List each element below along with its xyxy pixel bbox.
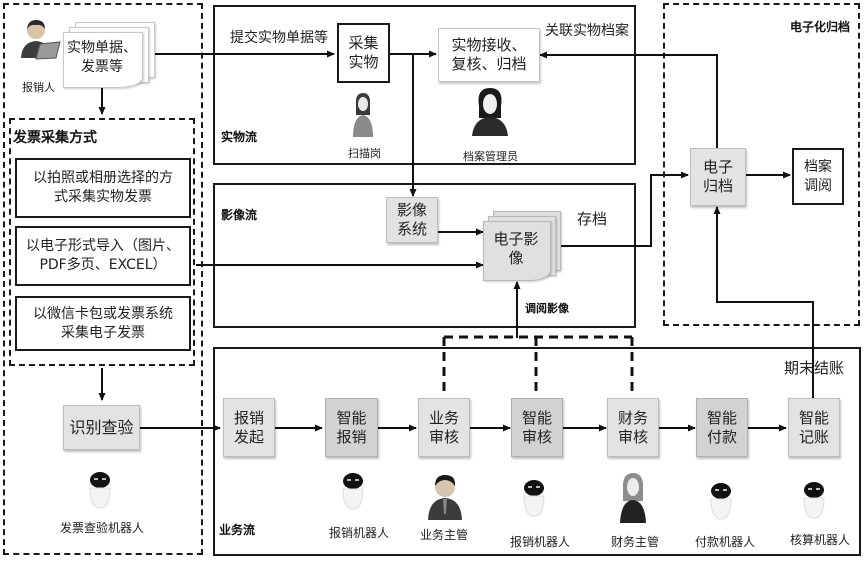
link-physical-archive-label: 关联实物档案: [545, 23, 629, 39]
invoice-check-robot-icon: [89, 472, 111, 509]
image-flow-region: [213, 183, 636, 328]
electronic-archive-region: [663, 3, 860, 326]
scanner-caption: 扫描岗: [348, 147, 381, 160]
identify-verify-box: 识别查验: [63, 405, 140, 450]
smart-review-box: 智能审核: [511, 398, 563, 457]
image-flow-label: 影像流: [221, 208, 258, 222]
left-dashed-region: [3, 3, 203, 555]
reimburse-robot-icon: [342, 473, 364, 510]
method-photo-box: 以拍照或相册选择的方式采集实物发票: [15, 158, 191, 218]
arrow-store-archive: [560, 171, 689, 247]
documents-stack: 实物单据、发票等: [63, 22, 155, 88]
collection-methods-title: 发票采集方式: [13, 130, 97, 146]
finance-supervisor-icon: [620, 473, 646, 523]
claimant-caption: 报销人: [22, 81, 55, 94]
business-supervisor-icon: [428, 475, 462, 520]
archive-lookup-box: 档案调阅: [792, 148, 844, 205]
period-end-close-label: 期末结账: [784, 359, 845, 377]
reimburse-robot-caption-1: 报销机器人: [329, 526, 390, 540]
view-images-label: 调阅影像: [525, 302, 569, 315]
business-supervisor-caption: 业务主管: [420, 528, 469, 542]
payment-robot-icon: [710, 483, 732, 520]
invoice-check-robot-caption: 发票查验机器人: [60, 521, 145, 535]
scanner-person-icon: [353, 93, 373, 137]
collection-methods-region: [9, 118, 195, 366]
physical-flow-region: [213, 5, 636, 165]
archivist-person-icon: [472, 88, 508, 136]
image-system-box: 影像系统: [386, 197, 438, 243]
reimburse-robot-icon-2: [523, 480, 545, 517]
smart-payment-box: 智能付款: [696, 398, 748, 457]
finance-supervisor-caption: 财务主管: [611, 535, 660, 549]
archivist-caption: 档案管理员: [463, 150, 518, 163]
store-label: 存档: [577, 210, 608, 228]
accounting-robot-icon: [803, 482, 825, 519]
smart-bookkeeping-box: 智能记账: [788, 398, 840, 457]
documents-label: 实物单据、发票等: [67, 40, 137, 75]
arrow-link-physical-archive: [539, 51, 718, 150]
business-flow-label: 业务流: [219, 523, 256, 537]
submit-documents-label: 提交实物单据等: [230, 30, 328, 46]
finance-review-box: 财务审核: [607, 398, 659, 457]
arrow-period-end-close: [713, 206, 814, 398]
smart-reimburse-box: 智能报销: [325, 398, 378, 457]
reimburse-robot-caption-2: 报销机器人: [510, 535, 571, 549]
electronic-image-stack: 电子影像: [483, 211, 563, 281]
reimburse-start-box: 报销发起: [223, 398, 275, 457]
payment-robot-caption: 付款机器人: [695, 535, 756, 549]
electronic-archive-title: 电子化归档: [790, 20, 851, 34]
claimant-laptop-icon: [21, 20, 61, 60]
e-archive-box: 电子归档: [690, 148, 746, 206]
business-flow-region: [213, 347, 861, 556]
accounting-robot-caption: 核算机器人: [790, 533, 851, 547]
method-wechat-box: 以微信卡包或发票系统采集电子发票: [15, 296, 191, 351]
collect-physical-box: 采集实物: [337, 23, 390, 83]
receive-review-archive-box: 实物接收、复核、归档: [438, 28, 540, 82]
electronic-image-label: 电子影像: [493, 230, 539, 267]
method-import-box: 以电子形式导入（图片、PDF多页、EXCEL）: [15, 226, 191, 286]
business-review-box: 业务审核: [418, 398, 470, 457]
physical-flow-label: 实物流: [221, 130, 258, 144]
